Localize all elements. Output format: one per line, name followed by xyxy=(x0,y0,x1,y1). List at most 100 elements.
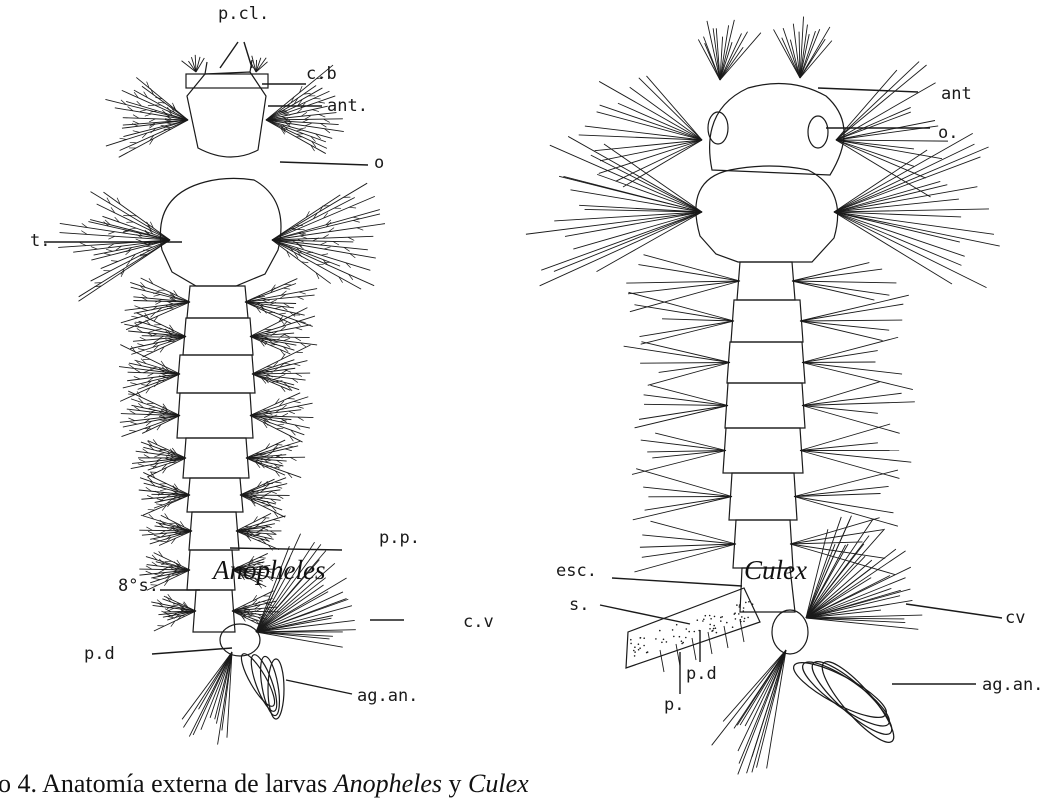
anopheles-abdomen-hair xyxy=(296,373,302,376)
leader-anopheles-pd xyxy=(152,648,232,654)
culex-abdomen-hair xyxy=(800,424,890,450)
leader-anopheles-pcl xyxy=(220,42,238,68)
anopheles-head-hair xyxy=(314,98,321,99)
culex-siphon-stipple xyxy=(694,631,696,633)
anopheles-thorax-hair xyxy=(108,236,114,239)
culex-siphon-stipple xyxy=(720,620,722,622)
culex-siphon-stipple xyxy=(747,617,749,619)
culex-thorax-hair xyxy=(834,185,947,212)
anopheles-thorax-hair xyxy=(300,236,307,238)
culex-eye xyxy=(708,112,728,144)
culex-siphon-stipple xyxy=(634,651,636,653)
culex-siphon-stipple xyxy=(666,641,668,643)
culex-label-o: o. xyxy=(938,125,958,142)
anopheles-larva-drawing xyxy=(58,55,385,745)
anopheles-abdomen-segment xyxy=(183,438,249,478)
culex-head-hair xyxy=(836,65,927,140)
culex-ventral-brush xyxy=(806,567,911,618)
anopheles-species-label: Anopheles xyxy=(213,557,325,584)
figure-caption: o 4. Anatomía externa de larvas Anophele… xyxy=(0,771,529,797)
caption-prefix: o 4. Anatomía externa de larvas xyxy=(0,769,334,798)
culex-thorax-hair xyxy=(834,144,974,212)
anopheles-abdomen-hair xyxy=(245,289,317,302)
culex-siphon-stipple xyxy=(686,628,688,630)
anopheles-head-hair xyxy=(149,119,155,122)
culex-head-brush xyxy=(698,39,720,80)
culex-abdomen-hair xyxy=(634,544,736,572)
anopheles-abdomen-hair xyxy=(275,482,282,483)
anopheles-abdomen-hair xyxy=(165,495,171,498)
culex-abdomen-hair xyxy=(802,363,913,390)
culex-siphon-stipple xyxy=(639,647,641,649)
anopheles-abdomen-hair xyxy=(137,344,144,346)
anopheles-abdomen-segment xyxy=(187,286,248,318)
anopheles-abdomen-hair xyxy=(130,383,137,385)
anopheles-abdomen-hair xyxy=(294,401,301,402)
culex-abdomen-hair xyxy=(644,404,728,405)
anopheles-abdomen-hair xyxy=(156,504,163,505)
culex-caudal-hair xyxy=(739,650,786,764)
culex-siphon-stipple xyxy=(743,610,745,612)
culex-abdomen-hair xyxy=(792,281,896,283)
culex-thorax-hair xyxy=(604,144,702,212)
anopheles-abdomen-hair xyxy=(148,373,154,376)
anopheles-saddle xyxy=(220,624,260,656)
culex-head-hair xyxy=(600,140,702,161)
anopheles-abdomen-hair xyxy=(279,374,285,377)
anopheles-thorax-hair xyxy=(106,249,113,251)
culex-siphon-stipple xyxy=(638,643,640,645)
anopheles-abdomen-hair xyxy=(265,492,271,495)
anopheles-abdomen-hair xyxy=(288,398,295,399)
anopheles-head-hair xyxy=(266,120,326,154)
anopheles-abdomen-segment xyxy=(193,590,235,632)
culex-siphon-stipple xyxy=(735,618,737,620)
culex-siphon-stipple xyxy=(659,630,661,632)
culex-abdomen-hair xyxy=(641,321,734,344)
culex-head-hair xyxy=(836,140,926,178)
culex-eye xyxy=(808,116,828,148)
anopheles-abdomen-hair xyxy=(139,459,145,462)
anopheles-label-agan: ag.an. xyxy=(357,688,418,705)
anopheles-head-hair xyxy=(145,114,152,116)
anopheles-head-hair xyxy=(140,110,147,112)
culex-larva-drawing xyxy=(526,17,1000,775)
culex-abdomen-hair xyxy=(792,263,869,281)
culex-abdomen-hair xyxy=(802,337,898,362)
culex-abdomen-hair xyxy=(641,342,730,363)
culex-head-hair xyxy=(597,112,702,140)
anopheles-abdomen-hair xyxy=(168,608,175,611)
culex-siphon-stipple xyxy=(672,629,674,631)
anopheles-head-hair xyxy=(148,105,155,106)
anopheles-abdomen-segment xyxy=(187,478,243,512)
anopheles-head-hair xyxy=(133,121,139,124)
culex-siphon-stipple xyxy=(714,616,716,618)
culex-abdomen-hair xyxy=(800,320,902,321)
culex-abdomen-hair xyxy=(794,470,898,496)
anopheles-clypeal-hair xyxy=(252,56,256,72)
culex-siphon-stipple xyxy=(685,637,687,639)
culex-label-s: s. xyxy=(569,597,589,614)
anopheles-head-hair xyxy=(312,110,319,112)
anopheles-thorax-hair xyxy=(91,247,98,250)
culex-abdomen-hair xyxy=(645,497,732,511)
anopheles-thorax-hair xyxy=(348,237,354,240)
anopheles-abdomen-hair xyxy=(134,306,141,309)
anopheles-abdomen-hair xyxy=(297,406,304,408)
culex-pecten-spine xyxy=(708,632,712,654)
anopheles-head-hair xyxy=(324,119,330,122)
culex-abdomen-segment xyxy=(729,473,797,520)
culex-siphon-stipple xyxy=(741,616,743,618)
culex-species-label: Culex xyxy=(744,557,807,584)
leader-culex-esc xyxy=(612,578,742,586)
culex-caudal-hair xyxy=(756,650,786,768)
anopheles-abdomen-segment xyxy=(183,318,253,355)
anopheles-label-t: t. xyxy=(30,233,50,250)
culex-abdomen-hair xyxy=(639,406,728,420)
culex-label-pd: p.d xyxy=(686,666,717,683)
caption-joiner: y xyxy=(442,769,468,798)
culex-siphon-stipple xyxy=(679,636,681,638)
anopheles-clypeal-hair xyxy=(196,57,200,72)
culex-siphon-stipple xyxy=(702,620,704,622)
anopheles-antenna xyxy=(205,62,207,74)
